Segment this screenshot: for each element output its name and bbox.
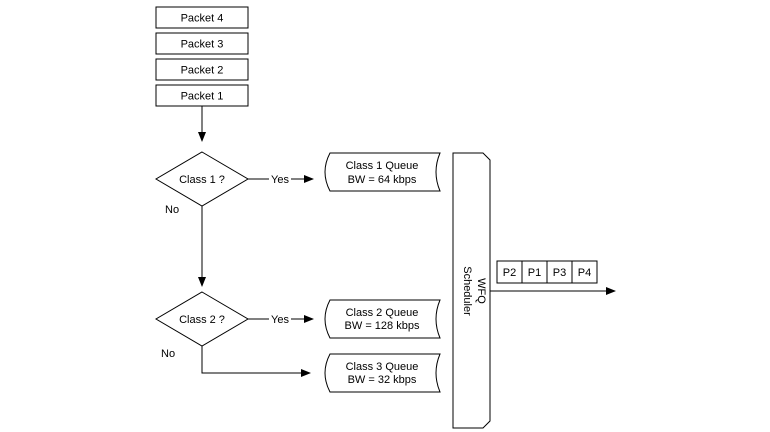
yes-label: Yes xyxy=(271,174,289,186)
packet-label: Packet 1 xyxy=(181,91,224,103)
decision-label: Class 1 ? xyxy=(179,174,225,186)
packet-box: Packet 4 xyxy=(155,6,249,29)
connector-arrow xyxy=(201,346,311,377)
output-packet-label: P1 xyxy=(528,267,541,279)
decision-class-1: Class 1 ? xyxy=(155,151,249,207)
output-packet-label: P4 xyxy=(578,267,591,279)
packet-label: Packet 3 xyxy=(181,39,224,51)
packet-label: Packet 4 xyxy=(181,13,224,25)
scheduler-label-2: Scheduler xyxy=(461,266,473,316)
no-label: No xyxy=(165,204,179,216)
yes-label: Yes xyxy=(271,314,289,326)
class-2-queue: Class 2 Queue BW = 128 kbps xyxy=(324,299,441,339)
queue-name: Class 3 Queue xyxy=(346,361,419,373)
output-packet-label: P3 xyxy=(553,267,566,279)
class-3-queue: Class 3 Queue BW = 32 kbps xyxy=(324,353,441,393)
decision-label: Class 2 ? xyxy=(179,314,225,326)
packet-box: Packet 2 xyxy=(155,58,249,81)
scheduler-label-1: WFQ xyxy=(475,278,487,304)
wfq-scheduler: WFQ Scheduler xyxy=(452,152,491,429)
packet-box: Packet 3 xyxy=(155,32,249,55)
queue-name: Class 2 Queue xyxy=(346,307,419,319)
output-packet-label: P2 xyxy=(503,267,516,279)
queue-bandwidth: BW = 64 kbps xyxy=(348,174,417,186)
input-packet-stack: Packet 4 Packet 3 Packet 2 Packet 1 xyxy=(155,6,249,107)
output-packet-queue: P2 P1 P3 P4 xyxy=(496,260,598,284)
queue-bandwidth: BW = 128 kbps xyxy=(345,320,420,332)
packet-label: Packet 2 xyxy=(181,65,224,77)
queue-name: Class 1 Queue xyxy=(346,160,419,172)
packet-box: Packet 1 xyxy=(155,84,249,107)
decision-class-2: Class 2 ? xyxy=(155,291,249,347)
queue-bandwidth: BW = 32 kbps xyxy=(348,374,417,386)
class-1-queue: Class 1 Queue BW = 64 kbps xyxy=(324,152,441,192)
no-label: No xyxy=(161,348,175,360)
